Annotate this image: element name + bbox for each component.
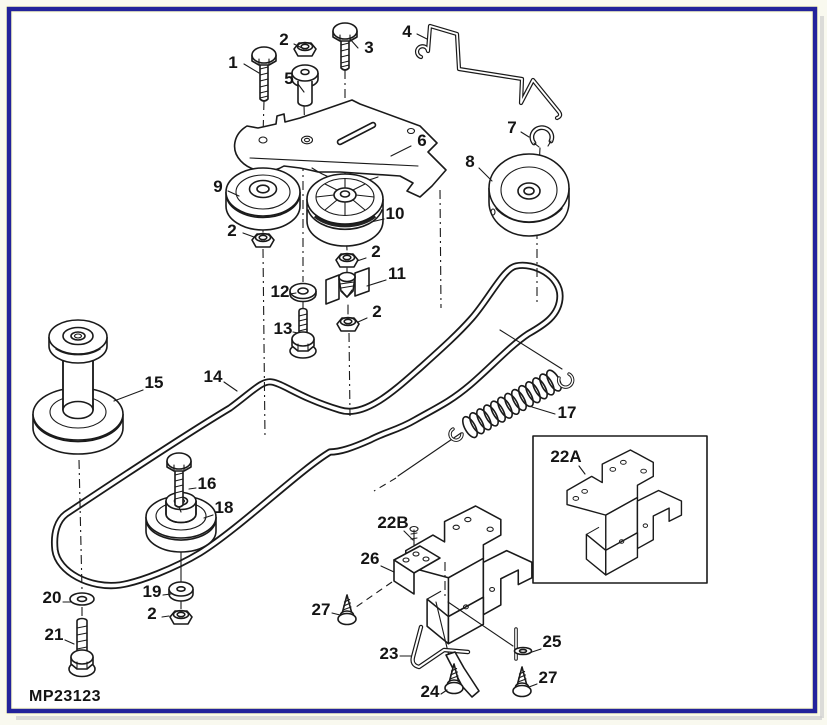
- part-nut-2-top: [293, 41, 317, 57]
- callout-leader: [578, 465, 586, 475]
- callout-leader: [357, 317, 368, 323]
- part-callout: 19: [143, 582, 162, 601]
- part-callout: 8: [465, 152, 474, 171]
- callout-leader: [349, 38, 359, 49]
- callout-leader: [528, 683, 538, 688]
- callout-leader: [520, 131, 530, 138]
- part-washer-19: [168, 581, 194, 602]
- part-pulley-9: [225, 167, 301, 231]
- part-callout: 27: [312, 600, 331, 619]
- part-washer-20: [69, 592, 95, 606]
- part-callout: 4: [402, 22, 412, 41]
- callout-leader: [113, 389, 144, 402]
- part-callout: 27: [539, 668, 558, 687]
- bottom-connect-lines: [435, 562, 514, 657]
- part-callout: 11: [388, 264, 406, 283]
- callout-leader: [293, 43, 303, 49]
- part-pulley-8: [488, 147, 570, 237]
- part-callout: 2: [372, 302, 381, 321]
- part-callout: 16: [198, 474, 217, 493]
- part-callout: 13: [274, 319, 293, 338]
- callout-leader: [243, 63, 260, 74]
- part-callout: 3: [364, 38, 373, 57]
- part-spring-17: [448, 369, 575, 442]
- part-callout: 12: [271, 282, 290, 301]
- part-bolt-1: [251, 46, 277, 102]
- part-callout: 21: [45, 625, 64, 644]
- callout-leader: [370, 218, 385, 223]
- part-callout: 2: [279, 30, 288, 49]
- callout-leader: [356, 257, 367, 262]
- callout-leader: [162, 593, 172, 596]
- part-callout: 18: [215, 498, 234, 517]
- callout-leader: [242, 232, 255, 238]
- callout-leader: [223, 381, 238, 392]
- part-nut-2-under-9: [251, 232, 275, 248]
- part-callout: 26: [361, 549, 380, 568]
- part-pulley-10: [306, 173, 384, 247]
- part-eclip-7: [529, 125, 555, 148]
- callout-leader: [366, 279, 387, 287]
- callout-leader: [297, 83, 305, 93]
- callout-leader: [403, 530, 414, 541]
- part-callout: 17: [558, 403, 577, 422]
- part-nut-2-bottom: [169, 609, 193, 625]
- callout-leader: [64, 639, 75, 645]
- part-callout: 22B: [377, 513, 408, 532]
- callout-leader: [531, 406, 556, 415]
- part-nut-2-under-11: [336, 316, 360, 332]
- part-callout: 9: [213, 177, 222, 196]
- callout-leader: [331, 612, 341, 616]
- callout-leader: [203, 514, 214, 519]
- part-guide-11: [325, 267, 370, 305]
- callout-leader: [289, 292, 297, 295]
- part-bracket-26: [355, 525, 441, 608]
- callout-leader: [292, 331, 299, 334]
- callout-leader: [390, 145, 412, 157]
- part-bolt-3: [332, 22, 358, 71]
- callout-leader: [227, 190, 240, 197]
- part-bracket-6: [233, 99, 447, 198]
- callout-leader: [440, 689, 448, 695]
- callout-leader: [161, 615, 170, 618]
- part-nut-2-under-10: [335, 252, 359, 268]
- part-callout: 5: [284, 69, 293, 88]
- part-bolt-13: [289, 307, 317, 359]
- part-spacer-5: [291, 64, 319, 107]
- callout-leader: [188, 487, 197, 490]
- part-callout: 10: [386, 204, 405, 223]
- part-washer-12: [289, 282, 317, 303]
- figure-code: MP23123: [29, 688, 101, 705]
- part-callout: 24: [421, 682, 440, 701]
- part-pulley-15: [32, 319, 124, 455]
- callout-leader: [478, 167, 493, 182]
- part-callout: 1: [228, 53, 237, 72]
- part-callout: 7: [507, 118, 516, 137]
- part-callout: 2: [227, 221, 236, 240]
- callout-leader: [380, 565, 395, 573]
- part-callout: 2: [147, 604, 156, 623]
- part-callout: 2: [371, 242, 380, 261]
- part-callout: 25: [543, 632, 562, 651]
- spring-anchor-lines: [373, 329, 563, 492]
- part-callout: 6: [417, 131, 426, 150]
- part-callout: 23: [380, 644, 399, 663]
- part-clip-25: [513, 627, 533, 661]
- callout-leader: [528, 648, 542, 654]
- callout-leader: [416, 33, 428, 40]
- part-bolt-21: [68, 617, 96, 678]
- part-callout: 14: [204, 367, 223, 386]
- part-callout: 15: [145, 373, 164, 392]
- inset-box: [532, 435, 708, 584]
- part-callout: 22A: [550, 447, 581, 466]
- part-rod-4: [414, 23, 563, 121]
- part-callout: 20: [43, 588, 62, 607]
- part-bolt-16: [166, 452, 192, 513]
